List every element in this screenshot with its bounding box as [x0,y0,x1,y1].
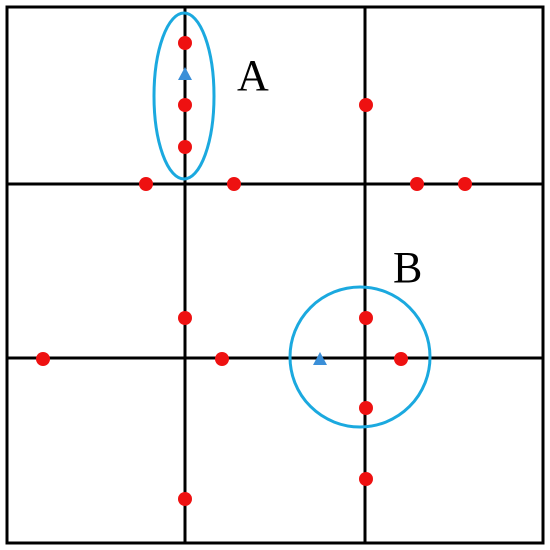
red-point [178,36,192,50]
red-point [227,177,241,191]
red-point [359,98,373,112]
blue-triangle-marker [313,352,327,365]
region-b-label: B [393,243,422,292]
red-point [139,177,153,191]
blue-triangle-marker [178,67,192,80]
red-point [178,140,192,154]
red-point [359,401,373,415]
red-point [178,98,192,112]
red-point [359,311,373,325]
region-a-label: A [237,51,269,100]
red-points [36,36,472,506]
red-point [215,352,229,366]
red-point [178,311,192,325]
outer-frame [5,5,545,545]
red-point [36,352,50,366]
red-point [394,352,408,366]
region-b-circle [288,285,432,429]
region-a-ellipse [152,11,216,181]
red-point [178,492,192,506]
red-point [410,177,424,191]
red-point [458,177,472,191]
red-point [359,472,373,486]
